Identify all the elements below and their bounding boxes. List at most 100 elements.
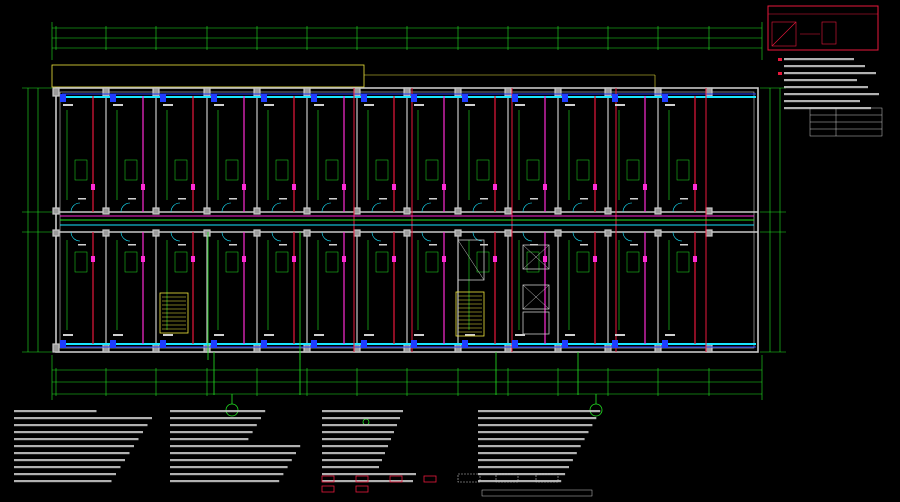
bath-unit — [425, 251, 439, 273]
column — [654, 207, 662, 215]
note-line — [14, 431, 143, 434]
bath-unit — [476, 251, 490, 273]
note-line — [14, 438, 139, 441]
room-label — [665, 104, 675, 106]
column — [52, 229, 60, 237]
door-arc — [120, 231, 131, 242]
room-label — [665, 334, 675, 336]
door-arc — [221, 231, 232, 242]
note-line — [170, 431, 253, 434]
legend-line — [784, 107, 871, 110]
column — [454, 207, 462, 215]
note-line — [478, 445, 581, 448]
room-label — [128, 244, 136, 246]
interior-partitions — [52, 87, 713, 353]
room-label — [414, 104, 424, 106]
room-label — [580, 198, 588, 200]
fitting — [543, 256, 547, 262]
window-bands — [62, 96, 756, 345]
fitting — [91, 256, 95, 262]
stair-center — [455, 239, 485, 337]
room-label — [379, 244, 387, 246]
door-arc — [472, 202, 483, 213]
column — [504, 229, 512, 237]
column — [303, 87, 311, 97]
door-arc — [170, 202, 181, 213]
fitting — [91, 184, 95, 190]
door-arc — [672, 202, 683, 213]
column — [705, 87, 713, 97]
fitting — [442, 256, 446, 262]
room-label — [229, 244, 237, 246]
column — [253, 229, 261, 237]
column — [203, 87, 211, 97]
column — [454, 343, 462, 353]
window-hatch — [612, 94, 618, 102]
fitting — [693, 184, 697, 190]
note-line — [14, 459, 125, 462]
column — [253, 343, 261, 353]
bath-unit — [375, 251, 389, 273]
fitting — [693, 256, 697, 262]
column — [705, 207, 713, 215]
door-arc — [522, 202, 533, 213]
window-hatch — [60, 94, 66, 102]
room-label — [615, 334, 625, 336]
note-line — [170, 424, 257, 427]
bath-unit — [476, 159, 490, 181]
window-hatch — [211, 340, 217, 348]
door-arc — [672, 231, 683, 242]
column — [705, 343, 713, 353]
fitting — [342, 256, 346, 262]
room-label — [279, 244, 287, 246]
bath-unit — [124, 251, 138, 273]
room-label — [364, 334, 374, 336]
column — [303, 343, 311, 353]
corridor-pipes — [60, 215, 754, 226]
bath-unit — [375, 159, 389, 181]
room-label — [615, 104, 625, 106]
door-arc — [321, 202, 332, 213]
equipment-symbol-icon — [321, 473, 593, 497]
window-hatch — [160, 94, 166, 102]
door-arc — [70, 202, 81, 213]
legend-line — [784, 93, 879, 96]
column — [554, 343, 562, 353]
side-dimension-lines — [22, 87, 786, 353]
room-label — [630, 198, 638, 200]
note-line — [170, 466, 288, 469]
door-arc — [271, 231, 282, 242]
window-hatch — [512, 94, 518, 102]
bath-unit — [526, 159, 540, 181]
bath-unit — [124, 159, 138, 181]
note-line — [14, 466, 121, 469]
note-line — [14, 480, 112, 483]
bottom-dimension-ticks — [55, 368, 710, 396]
column — [203, 207, 211, 215]
fitting — [242, 256, 246, 262]
bath-unit — [225, 251, 239, 273]
window-hatch — [311, 340, 317, 348]
column — [454, 229, 462, 237]
door-arc — [622, 202, 633, 213]
room-label — [565, 334, 575, 336]
door-arc — [572, 231, 583, 242]
column — [152, 207, 160, 215]
door-arc — [271, 202, 282, 213]
column — [604, 343, 612, 353]
title-block-icon — [767, 5, 879, 51]
door-arc — [472, 231, 483, 242]
column — [654, 87, 662, 97]
door-arc — [371, 202, 382, 213]
fixtures — [60, 94, 697, 348]
room-label — [229, 198, 237, 200]
note-line — [14, 452, 130, 455]
column — [203, 229, 211, 237]
room-label — [465, 334, 475, 336]
bath-unit — [225, 159, 239, 181]
fitting — [292, 256, 296, 262]
note-line — [322, 466, 379, 469]
room-label — [63, 334, 73, 336]
bath-unit — [275, 159, 289, 181]
